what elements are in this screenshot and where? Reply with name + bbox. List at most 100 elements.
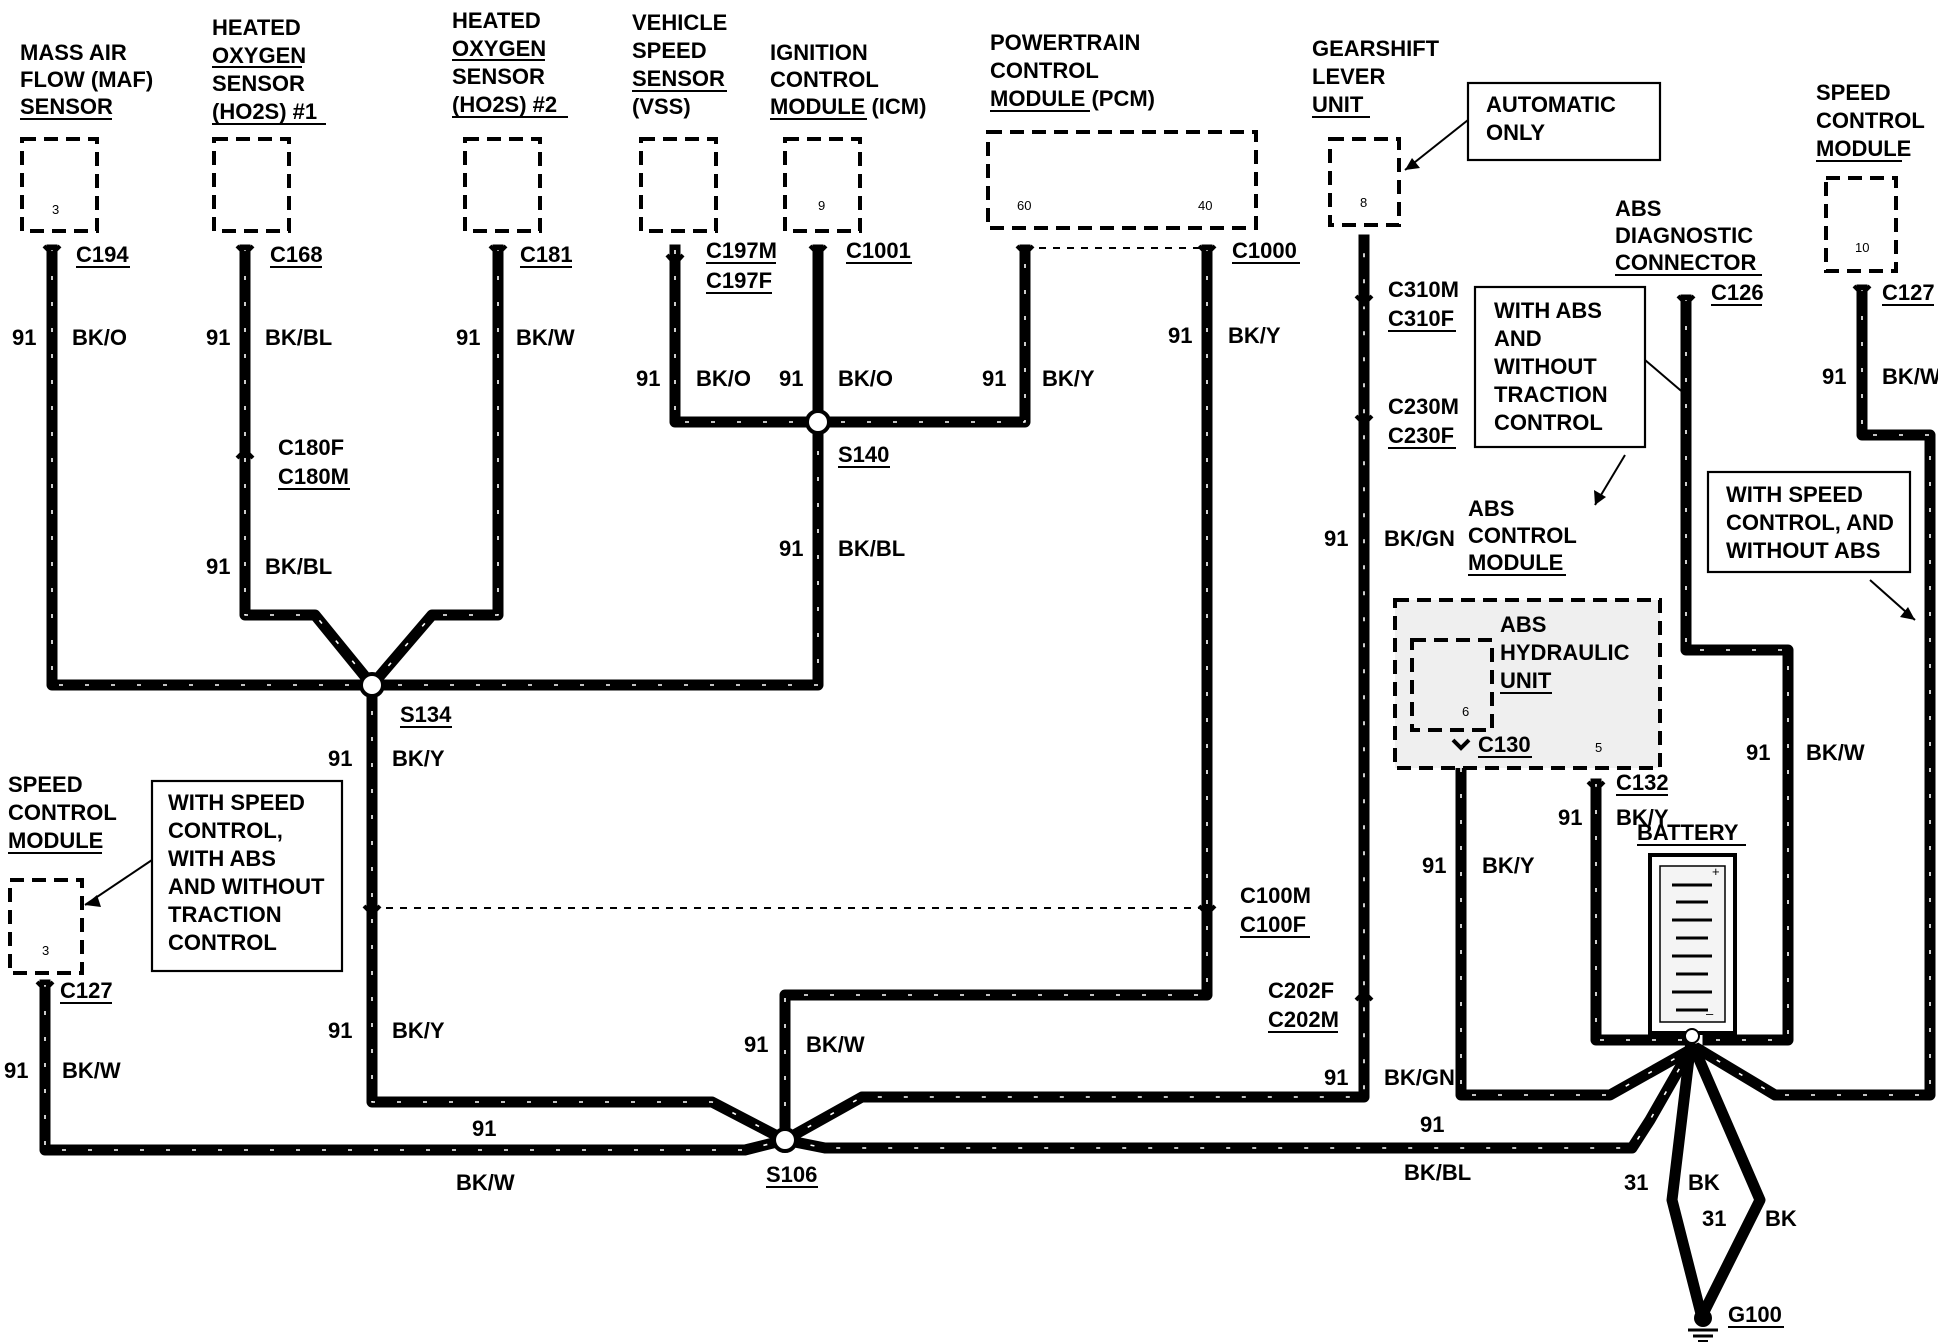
label-c230f: C230F <box>1388 423 1454 448</box>
pin-speed-right: 10 <box>1855 240 1869 255</box>
ho2s2-box <box>463 137 542 233</box>
wire-abs-module <box>1590 778 1696 1046</box>
svg-text:SPEED: SPEED <box>1816 80 1891 105</box>
note-speed-abs-box <box>150 779 344 973</box>
maf-sensor-box <box>20 137 99 233</box>
svg-text:BK/Y: BK/Y <box>1042 366 1095 391</box>
svg-text:CONTROL: CONTROL <box>990 58 1099 83</box>
svg-text:91: 91 <box>1422 853 1446 878</box>
splice-labels: S134 S140 S106 G100 <box>400 442 1784 1328</box>
label-g100: G100 <box>1728 1302 1782 1327</box>
svg-text:CONTROL: CONTROL <box>1816 108 1925 133</box>
svg-text:BK/Y: BK/Y <box>392 1018 445 1043</box>
svg-text:+: + <box>1712 864 1720 879</box>
vss-box <box>639 137 718 233</box>
label-c310f: C310F <box>1388 306 1454 331</box>
pcm-box <box>986 130 1258 230</box>
svg-text:BK/GN: BK/GN <box>1384 526 1455 551</box>
ground-symbol <box>1688 1309 1718 1342</box>
svg-text:AND: AND <box>1494 326 1542 351</box>
svg-text:BK/Y: BK/Y <box>1228 323 1281 348</box>
svg-text:91: 91 <box>1558 805 1582 830</box>
svg-text:BK/BL: BK/BL <box>1404 1160 1471 1185</box>
wire-speed-left <box>39 979 792 1156</box>
svg-text:BK: BK <box>1765 1206 1797 1231</box>
pin-maf: 3 <box>52 202 59 217</box>
label-c310m: C310M <box>1388 277 1459 302</box>
svg-text:91: 91 <box>12 325 36 350</box>
svg-text:BK/W: BK/W <box>806 1032 865 1057</box>
wire-ground2 <box>1687 1042 1766 1318</box>
svg-text:91: 91 <box>328 1018 352 1043</box>
svg-text:91: 91 <box>982 366 1006 391</box>
svg-text:91: 91 <box>636 366 660 391</box>
title-maf-sensor: MASS AIR FLOW (MAF) SENSOR <box>20 40 153 120</box>
connector-marks <box>35 244 1872 1002</box>
svg-text:ABS: ABS <box>1615 196 1661 221</box>
svg-text:HEATED: HEATED <box>452 8 541 33</box>
svg-text:WITH SPEED: WITH SPEED <box>168 790 305 815</box>
title-abs-diag: ABS DIAGNOSTIC CONNECTOR <box>1615 196 1762 276</box>
svg-text:POWERTRAIN: POWERTRAIN <box>990 30 1140 55</box>
svg-text:BK/W: BK/W <box>62 1058 121 1083</box>
wire-pcm40 <box>779 244 1213 1146</box>
label-c100f: C100F <box>1240 912 1306 937</box>
svg-text:LEVER: LEVER <box>1312 64 1385 89</box>
title-speed-control-right: SPEED CONTROL MODULE <box>1816 80 1925 162</box>
pin-icm: 9 <box>818 198 825 213</box>
svg-text:SENSOR: SENSOR <box>452 64 545 89</box>
wires <box>39 234 1936 1318</box>
svg-text:ABS: ABS <box>1468 496 1514 521</box>
label-s106: S106 <box>766 1162 817 1187</box>
svg-text:91: 91 <box>472 1116 496 1141</box>
svg-text:AND WITHOUT: AND WITHOUT <box>168 874 325 899</box>
svg-text:AUTOMATIC: AUTOMATIC <box>1486 92 1616 117</box>
label-c130: C130 <box>1478 732 1531 757</box>
abs-hydraulic-box <box>1410 638 1494 732</box>
svg-text:CONNECTOR: CONNECTOR <box>1615 250 1756 275</box>
note-automatic-box <box>1466 81 1662 162</box>
title-battery: BATTERY <box>1637 820 1746 846</box>
svg-text:SPEED: SPEED <box>632 38 707 63</box>
pin-abs-hydraulic: 6 <box>1462 704 1469 719</box>
svg-text:WITHOUT ABS: WITHOUT ABS <box>1726 538 1880 563</box>
svg-text:BK/Y: BK/Y <box>1616 805 1669 830</box>
svg-text:91: 91 <box>779 536 803 561</box>
note-texts: AUTOMATIC ONLY WITH ABS AND WITHOUT TRAC… <box>168 92 1894 955</box>
label-c180f: C180F <box>278 435 344 460</box>
label-c180m: C180M <box>278 464 349 489</box>
svg-text:CONTROL: CONTROL <box>168 930 277 955</box>
svg-text:91: 91 <box>744 1032 768 1057</box>
svg-text:IGNITION: IGNITION <box>770 40 868 65</box>
svg-text:SENSOR: SENSOR <box>20 94 113 119</box>
svg-text:SENSOR: SENSOR <box>632 66 725 91</box>
connector-labels: C194 C168 C181 C197M C197F C1001 C1000 C… <box>60 238 1935 1004</box>
svg-text:CONTROL: CONTROL <box>770 67 879 92</box>
svg-text:ONLY: ONLY <box>1486 120 1545 145</box>
label-c197f: C197F <box>706 268 772 293</box>
svg-text:OXYGEN: OXYGEN <box>212 43 306 68</box>
wire-maf <box>46 244 378 691</box>
icm-box <box>783 137 862 233</box>
svg-text:ABS: ABS <box>1500 612 1546 637</box>
svg-text:BK/O: BK/O <box>696 366 751 391</box>
svg-text:BK/Y: BK/Y <box>392 746 445 771</box>
wire-ho2s2 <box>364 244 504 693</box>
svg-text:OXYGEN: OXYGEN <box>452 36 546 61</box>
svg-text:BK/O: BK/O <box>838 366 893 391</box>
svg-text:BATTERY: BATTERY <box>1637 820 1739 845</box>
wire-vss <box>669 244 1031 428</box>
splice-dots <box>359 409 831 1153</box>
label-c1001: C1001 <box>846 238 911 263</box>
svg-text:91: 91 <box>1324 526 1348 551</box>
svg-text:MODULE: MODULE <box>1468 550 1563 575</box>
svg-text:WITH SPEED: WITH SPEED <box>1726 482 1863 507</box>
label-c181: C181 <box>520 242 573 267</box>
svg-text:BK/BL: BK/BL <box>265 554 332 579</box>
svg-text:BK/BL: BK/BL <box>838 536 905 561</box>
title-vss: VEHICLE SPEED SENSOR (VSS) <box>632 10 727 119</box>
svg-text:UNIT: UNIT <box>1500 668 1552 693</box>
svg-text:91: 91 <box>1168 323 1192 348</box>
svg-text:HEATED: HEATED <box>212 15 301 40</box>
